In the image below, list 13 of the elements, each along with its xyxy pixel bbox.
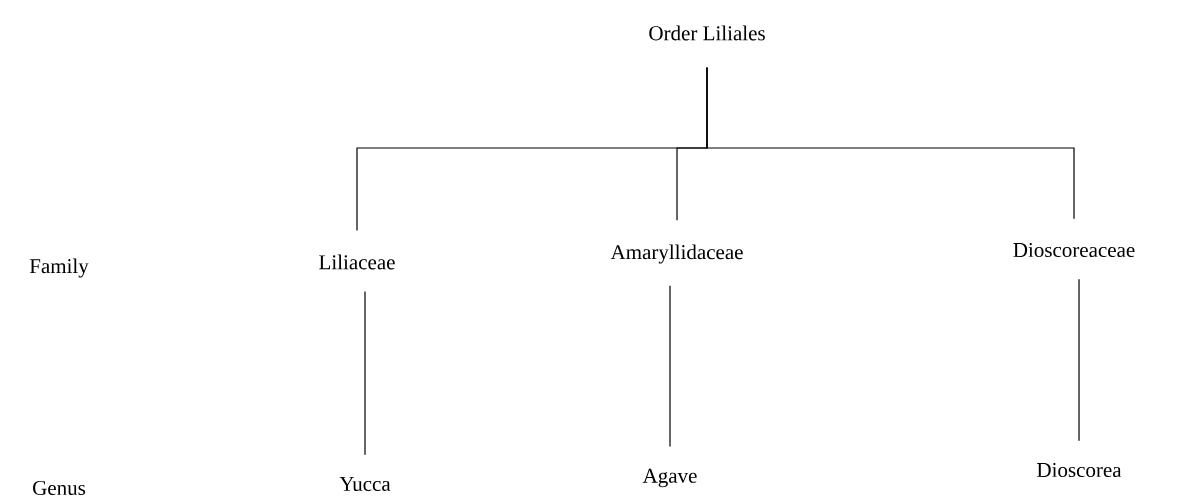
taxon-label: Order Liliales xyxy=(649,25,765,41)
connector-line xyxy=(364,291,366,456)
connector-line xyxy=(669,285,671,448)
rank-label: Genus xyxy=(33,480,86,496)
taxon-label: Liliaceae xyxy=(319,254,395,270)
taxon-label: Yucca xyxy=(339,477,391,491)
taxon-label: Dioscorea xyxy=(1037,462,1122,478)
taxon-label: Amaryllidaceae xyxy=(610,244,743,264)
rank-label: Family xyxy=(29,258,89,278)
connector-line xyxy=(1078,278,1080,442)
connector-line xyxy=(706,67,1075,220)
taxon-label: Agave xyxy=(642,468,697,488)
taxon-label: Dioscoreaceae xyxy=(1013,242,1135,258)
